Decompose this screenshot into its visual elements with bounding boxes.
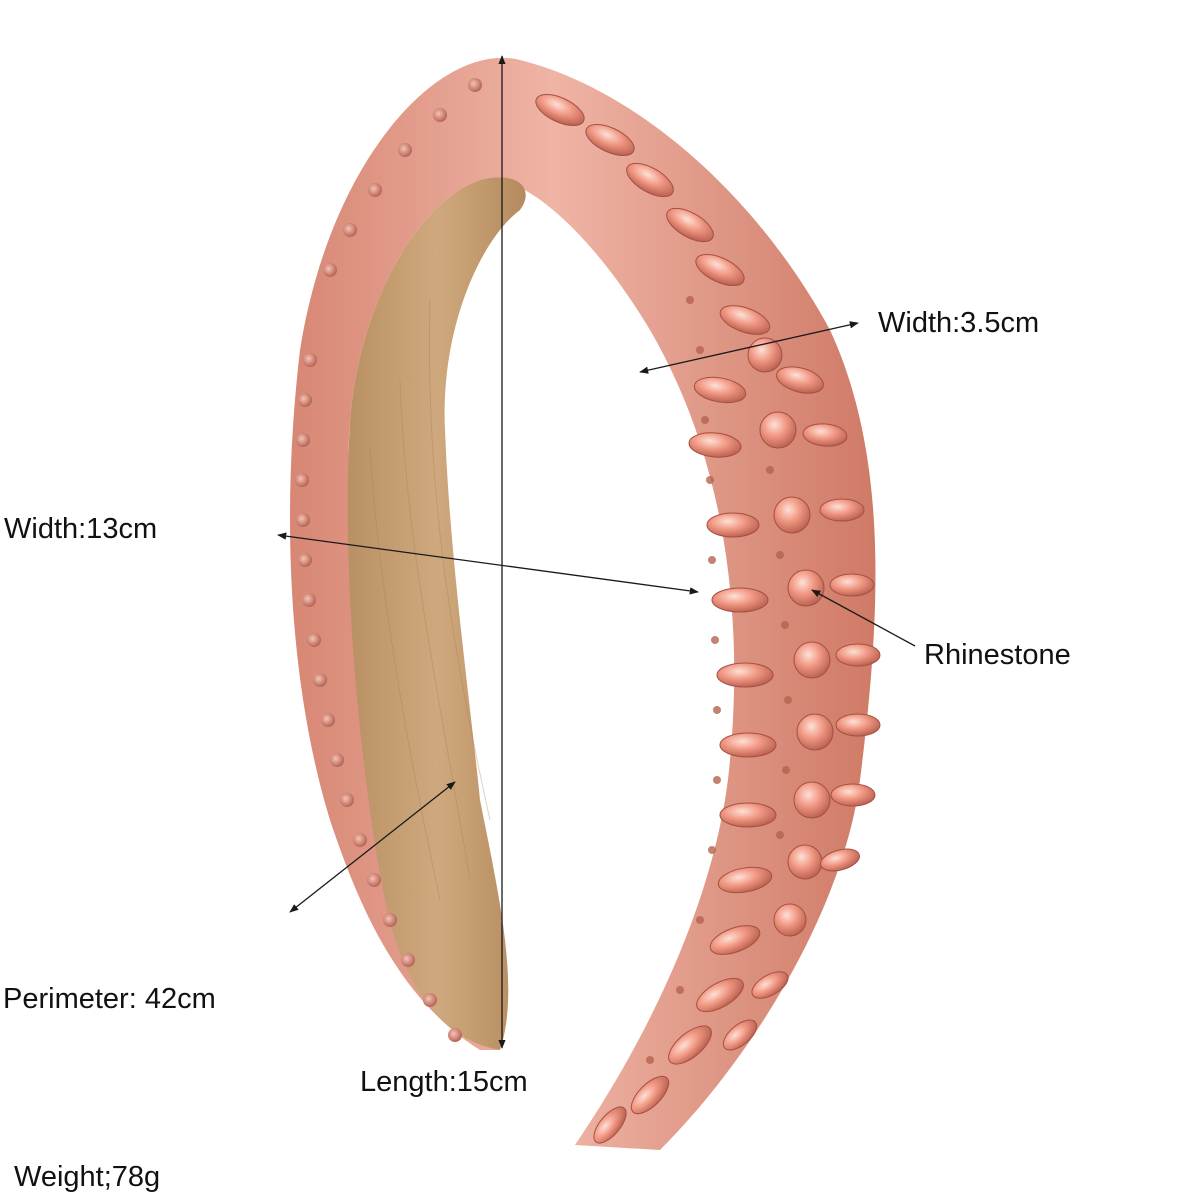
perimeter-label: Perimeter: 42cm <box>3 983 216 1015</box>
band-width-arrow <box>639 321 859 374</box>
length-label: Length:15cm <box>360 1066 528 1098</box>
head-width-label: Width:13cm <box>4 513 158 545</box>
band-width-label: Width:3.5cm <box>878 307 1040 339</box>
perimeter-arrow <box>289 781 456 913</box>
rhinestone-pointer <box>811 589 916 647</box>
accent-beads <box>646 296 792 1064</box>
rhinestone-label: Rhinestone <box>924 639 1071 671</box>
weight-label: Weight;78g <box>14 1161 161 1193</box>
annotation-lines <box>277 55 916 1049</box>
head-width-arrow <box>277 532 699 595</box>
